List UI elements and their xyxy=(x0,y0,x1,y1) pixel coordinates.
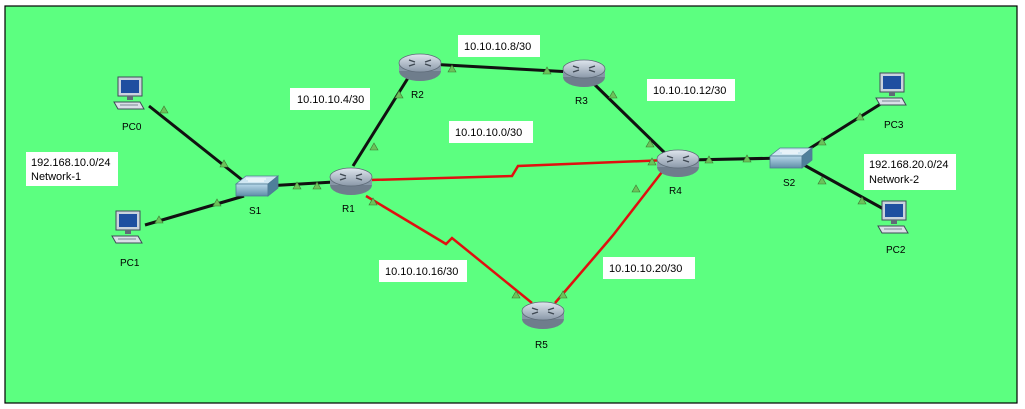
port-status-indicators xyxy=(154,64,867,299)
device-label: PC0 xyxy=(122,122,142,133)
router-r1[interactable]: R1 xyxy=(329,167,373,215)
router-icon xyxy=(521,301,565,330)
pc2[interactable]: PC2 xyxy=(877,200,909,256)
switch-s1[interactable]: S1 xyxy=(235,175,279,217)
port-up-icon xyxy=(647,157,657,166)
device-label: S2 xyxy=(783,178,796,189)
link-s2-pc2 xyxy=(803,163,890,214)
link-r4-s2 xyxy=(687,156,785,162)
label-box xyxy=(864,154,956,190)
canvas-background xyxy=(4,5,1018,404)
device-label: S1 xyxy=(249,206,262,217)
device-label: PC1 xyxy=(120,258,140,269)
device-label: R4 xyxy=(669,186,682,197)
port-up-icon xyxy=(219,159,229,168)
link-r5-r4 xyxy=(554,171,663,304)
subnet-text: 10.10.10.8/30 xyxy=(464,41,531,53)
subnet-text: 10.10.10.0/30 xyxy=(455,127,522,139)
serial-links xyxy=(365,158,669,304)
link-s2-pc3 xyxy=(803,98,888,154)
subnet-text: 10.10.10.12/30 xyxy=(653,85,726,97)
router-r5[interactable]: R5 xyxy=(521,301,565,351)
pc1[interactable]: PC1 xyxy=(111,210,143,269)
label-box xyxy=(290,88,370,110)
switch-icon xyxy=(235,175,279,197)
port-up-icon xyxy=(817,137,827,146)
port-up-icon xyxy=(312,181,322,190)
port-up-icon xyxy=(447,64,457,73)
network-2-label: 192.168.20.0/24 Network-2 xyxy=(864,154,956,190)
subnet-label-r2-r3: 10.10.10.8/30 xyxy=(458,35,540,57)
switch-icon xyxy=(769,147,813,169)
pc0[interactable]: PC0 xyxy=(113,76,145,133)
device-label: R1 xyxy=(342,204,355,215)
subnet-text: 10.10.10.4/30 xyxy=(297,94,364,106)
device-label: R2 xyxy=(411,90,424,101)
link-r1-r4 xyxy=(369,158,669,182)
router-icon xyxy=(562,59,606,88)
port-up-icon xyxy=(855,112,865,121)
port-up-icon xyxy=(857,196,867,205)
subnet-text: 10.10.10.16/30 xyxy=(385,266,458,278)
router-r2[interactable]: R2 xyxy=(398,53,442,101)
network-name: Network-2 xyxy=(869,174,919,186)
subnet-label-r5-r4: 10.10.10.20/30 xyxy=(603,257,695,279)
device-label: R3 xyxy=(575,96,588,107)
port-up-icon xyxy=(292,181,302,190)
label-box xyxy=(26,152,118,186)
port-up-icon xyxy=(154,215,164,224)
port-up-icon xyxy=(645,139,655,148)
router-icon xyxy=(656,149,700,178)
subnet-text: 192.168.10.0/24 xyxy=(31,157,111,169)
subnet-text: 192.168.20.0/24 xyxy=(869,159,949,171)
pc-icon xyxy=(111,210,143,244)
label-box xyxy=(379,260,467,282)
network-1-label: 192.168.10.0/24 Network-1 xyxy=(26,152,118,186)
link-r3-r4 xyxy=(590,80,672,160)
port-up-icon xyxy=(631,184,641,193)
port-up-icon xyxy=(394,90,404,99)
device-label: R5 xyxy=(535,340,548,351)
port-up-icon xyxy=(817,176,827,185)
port-up-icon xyxy=(542,66,552,75)
port-up-icon xyxy=(369,142,379,151)
link-r1-r5 xyxy=(365,194,533,304)
subnet-label-r1-r4: 10.10.10.0/30 xyxy=(449,121,533,143)
link-pc0-s1 xyxy=(148,104,247,185)
pc3[interactable]: PC3 xyxy=(875,72,907,131)
port-up-icon xyxy=(212,198,222,207)
label-box xyxy=(603,257,695,279)
port-up-icon xyxy=(742,154,752,163)
router-r3[interactable]: R3 xyxy=(562,59,606,107)
port-up-icon xyxy=(608,90,618,99)
port-up-icon xyxy=(558,290,568,299)
pc-icon xyxy=(113,76,145,110)
pc-icon xyxy=(875,72,907,106)
port-up-icon xyxy=(511,290,521,299)
network-name: Network-1 xyxy=(31,171,81,183)
pc-icon xyxy=(877,200,909,234)
port-up-icon xyxy=(159,105,169,114)
device-label: PC2 xyxy=(886,245,906,256)
router-r4[interactable]: R4 xyxy=(656,149,700,197)
subnet-text: 10.10.10.20/30 xyxy=(609,263,682,275)
label-box xyxy=(647,79,735,101)
router-icon xyxy=(329,167,373,196)
router-icon xyxy=(398,53,442,82)
port-up-icon xyxy=(368,197,378,206)
subnet-label-r1-r2: 10.10.10.4/30 xyxy=(290,88,370,110)
switch-s2[interactable]: S2 xyxy=(769,147,813,189)
subnet-label-r1-r5: 10.10.10.16/30 xyxy=(379,260,467,282)
port-up-icon xyxy=(704,155,714,164)
label-box xyxy=(449,121,533,143)
subnet-label-r3-r4: 10.10.10.12/30 xyxy=(647,79,735,101)
device-label: PC3 xyxy=(884,120,904,131)
label-box xyxy=(458,35,540,57)
